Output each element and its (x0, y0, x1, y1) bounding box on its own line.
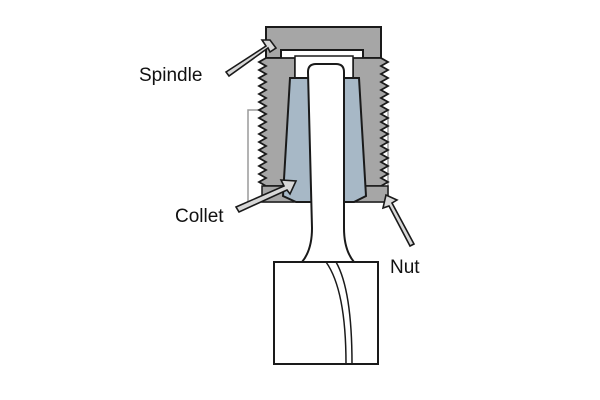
collet-arrow (234, 179, 298, 214)
spindle-label: Spindle (139, 65, 202, 86)
nut-label: Nut (390, 257, 420, 278)
collet-label: Collet (175, 206, 224, 227)
tool-body (273, 261, 379, 365)
tool-shank (299, 63, 357, 263)
spindle-cap (265, 26, 382, 59)
spindle-arrow (224, 39, 278, 78)
tool-flute (325, 261, 353, 365)
nut-arrow (381, 193, 416, 248)
